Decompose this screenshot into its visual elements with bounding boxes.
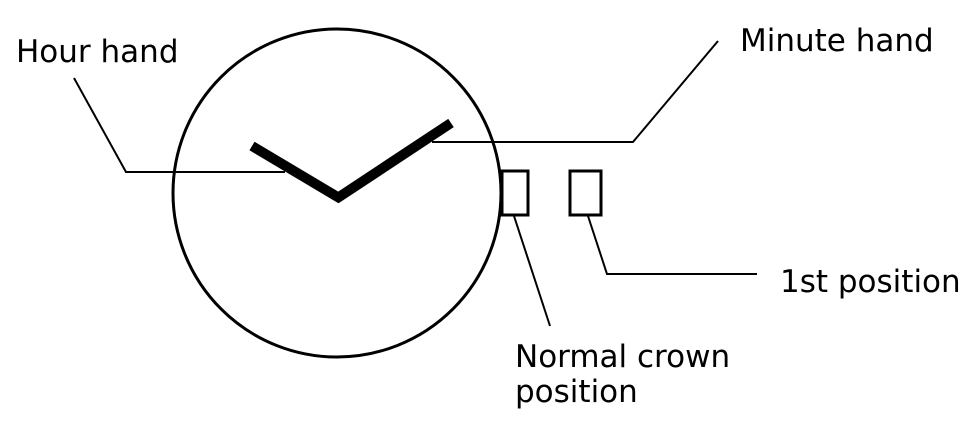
minute-hand [333,118,454,204]
hour-hand-label: Hour hand [16,34,179,70]
normal-crown-label-line2: position [515,373,638,410]
normal-crown-label-line1: Normal crown [515,339,731,375]
crown-first-position [568,169,603,217]
first-position-label: 1st position [780,264,961,300]
minute-hand-label: Minute hand [740,23,934,59]
hour-hand [249,141,344,204]
normal-crown-leader-line [513,215,551,327]
normal-crown-position-label: Normal crown position [515,340,730,409]
hour-hand-leader-line [73,77,285,173]
first-position-leader-line [587,215,757,275]
crown-normal-position [500,169,530,217]
minute-hand-leader-line [432,40,719,143]
